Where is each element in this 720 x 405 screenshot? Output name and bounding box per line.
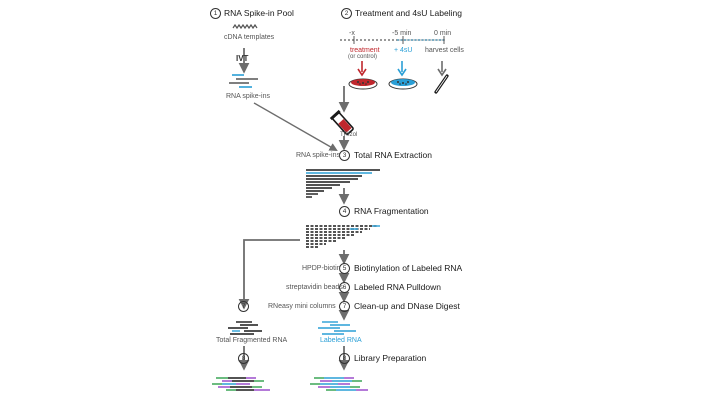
- labeled-rna-label: Labeled RNA: [320, 337, 362, 344]
- step-1-number: 1: [210, 8, 221, 19]
- step-3-number: 3: [339, 150, 350, 161]
- total-fragmented-rna-bars: [228, 321, 262, 335]
- or-control-label: (or control): [348, 54, 378, 60]
- step-8-title: Library Preparation: [354, 353, 427, 363]
- step-7-left-number: 7: [238, 301, 249, 312]
- ivt-label: IVT: [236, 54, 249, 63]
- rna-spike-ins-label: RNA spike-ins: [226, 93, 270, 100]
- timeline-5-label: -5 min: [392, 30, 412, 37]
- step-8-left-number: 8: [238, 353, 249, 364]
- total-rna-bars: [306, 169, 380, 198]
- step-2-number: 2: [341, 8, 352, 19]
- step-7-title: Clean-up and DNase Digest: [354, 301, 460, 311]
- trizol-label: TRIzol: [340, 132, 358, 138]
- labeled-library-bars: [310, 377, 368, 391]
- step-6-title: Labeled RNA Pulldown: [354, 282, 441, 292]
- step-3-title: Total RNA Extraction: [354, 150, 432, 160]
- cdna-templates-label: cDNA templates: [224, 34, 275, 41]
- fragmented-to-total-branch: [238, 239, 300, 310]
- step-2-title: Treatment and 4sU Labeling: [355, 8, 462, 18]
- 4su-dish-icon: [388, 78, 418, 90]
- fragmented-rna-bars: [306, 225, 378, 248]
- hpdp-biotin-label: HPDP-biotin: [302, 265, 341, 272]
- cdna-template-coil: [232, 23, 258, 30]
- total-fragmented-rna-label: Total Fragmented RNA: [216, 337, 288, 344]
- labeled-rna-bars: [318, 321, 356, 335]
- rna-spike-in-fragments: [229, 74, 258, 88]
- spike-in-to-extraction-arrow: [253, 102, 338, 152]
- streptavidin-beads-label: streptavidin beads: [286, 284, 343, 291]
- treatment-label: treatment: [350, 47, 380, 54]
- harvest-cells-label: harvest cells: [425, 47, 464, 54]
- step-7-number: 7: [339, 301, 350, 312]
- timeline-x-label: -x: [349, 30, 355, 37]
- step-5-title: Biotinylation of Labeled RNA: [354, 263, 463, 273]
- step-5-number: 5: [339, 263, 350, 274]
- step-8-number: 8: [339, 353, 350, 364]
- timeline-0-label: 0 min: [434, 30, 452, 37]
- treatment-dish-icon: [348, 78, 378, 90]
- labeling-timeline: [340, 36, 445, 44]
- cell-scraper-icon: [434, 74, 449, 94]
- rna-spike-ins-extraction-label: RNA spike-ins: [296, 152, 340, 159]
- trizol-tube-icon: [329, 109, 354, 135]
- step-1-title: RNA Spike-in Pool: [224, 8, 294, 18]
- plus-4su-label: + 4sU: [394, 47, 413, 54]
- step-4-title: RNA Fragmentation: [354, 206, 429, 216]
- step-4-number: 4: [339, 206, 350, 217]
- rneasy-columns-label: RNeasy mini columns: [268, 303, 336, 310]
- step-6-number: 6: [339, 282, 350, 293]
- total-library-bars: [212, 377, 270, 391]
